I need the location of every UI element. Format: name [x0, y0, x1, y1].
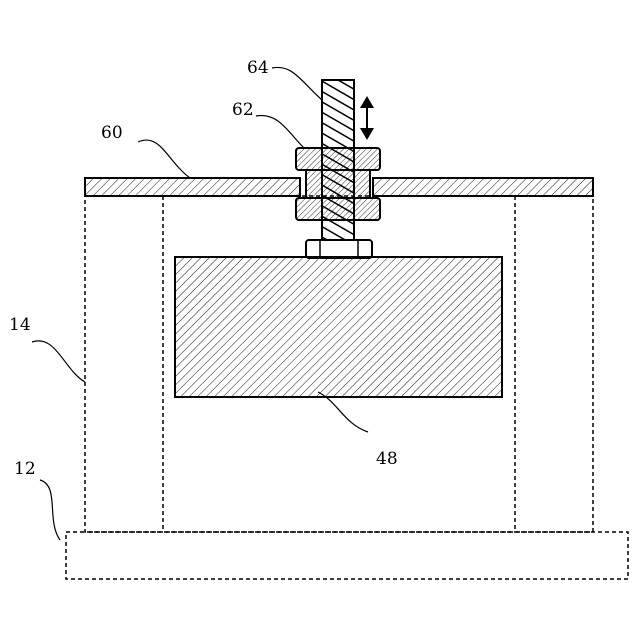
- label-rod: 64: [247, 58, 269, 78]
- base: [66, 532, 628, 579]
- leader-line-rod: [272, 67, 322, 100]
- leader-line-base: [40, 480, 60, 540]
- leader-line-nut-assembly: [256, 115, 304, 148]
- leader-line-plate: [138, 140, 190, 178]
- label-plate: 60: [101, 123, 123, 143]
- lower-nut: [306, 240, 372, 258]
- label-base: 12: [14, 459, 36, 479]
- double-arrow-vertical-icon: [360, 96, 374, 140]
- leader-line-frame: [32, 341, 85, 382]
- label-block: 48: [376, 449, 398, 469]
- label-frame: 14: [9, 315, 31, 335]
- block: [175, 257, 502, 397]
- label-nut-assembly: 62: [232, 100, 254, 120]
- nut-assembly: [296, 148, 380, 220]
